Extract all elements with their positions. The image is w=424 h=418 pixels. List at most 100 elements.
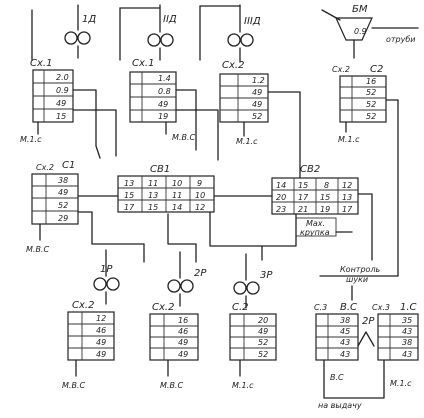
grid-sv1-label: СВ1 — [150, 164, 170, 175]
sifter-10-v1: 35 — [402, 316, 412, 325]
sv2-r1c4: 12 — [342, 181, 352, 190]
sifter-4-sublabel: Сх.2 — [332, 65, 350, 74]
sifter-4: Сх.2 С2 16 52 52 52 М.1.с — [332, 64, 387, 144]
sv1-r2c3: 11 — [172, 191, 182, 200]
mill-2p-label: 2Р — [194, 268, 207, 279]
control-label-2: шуки — [346, 275, 368, 284]
sv2-r3c3: 19 — [320, 205, 330, 214]
sifter-5-out: М.В.С — [26, 245, 49, 254]
flow-to-pack — [323, 375, 385, 399]
sifter-10-label: 1.С — [400, 302, 417, 313]
sifter-5-v2: 49 — [58, 188, 68, 197]
grid-sv1: СВ1 13 11 10 9 15 13 11 10 17 15 14 12 — [117, 164, 215, 213]
sifter-10-v3: 38 — [402, 338, 412, 347]
flow-mid-2 — [175, 89, 197, 151]
sv2-r2c3: 15 — [320, 193, 330, 202]
roll-2p-label: 2Р — [362, 316, 375, 327]
sifter-6-out: М.В.С — [62, 381, 85, 390]
sifter-2-v2: 0.8 — [158, 87, 171, 96]
sifter-3-out: М.1.с — [236, 137, 258, 146]
sv1-r1c3: 10 — [172, 179, 182, 188]
sifter-7-v4: 49 — [178, 350, 188, 359]
sifter-9-label: В.С — [340, 302, 357, 313]
mill-2d-label: IIД — [163, 14, 177, 25]
mill-1p-label: 1Р — [100, 264, 113, 275]
sifter-10-sublabel: Сх.3 — [372, 303, 390, 312]
sv1-r2c4: 10 — [195, 191, 205, 200]
sifter-7-out: М.В.С — [160, 381, 183, 390]
bm-value: 0.9 — [354, 27, 367, 36]
sifter-1-v3: 49 — [56, 99, 66, 108]
flow-sv-5 — [209, 211, 263, 261]
bran-label: отруби — [386, 35, 416, 44]
sv1-r3c2: 15 — [148, 203, 158, 212]
sifter-10-v2: 43 — [402, 327, 412, 336]
sifter-6-v3: 49 — [96, 338, 106, 347]
control-label: Контроль — [340, 265, 381, 274]
sv2-r3c2: 21 — [298, 205, 308, 214]
sv2-r1c3: 8 — [324, 181, 329, 190]
sifter-2-label: Сх.1 — [132, 58, 154, 69]
sifter-7-v1: 16 — [178, 316, 188, 325]
sifter-2: Сх.1 1.4 0.8 49 19 М.В.С — [129, 58, 195, 142]
sifter-3-v4: 52 — [252, 112, 262, 121]
sifter-4-v3: 52 — [366, 100, 376, 109]
sifter-1-v1: 2.0 — [56, 73, 69, 82]
mill-1d: 1Д — [64, 4, 96, 59]
sifter-9-v4: 43 — [340, 350, 350, 359]
flow-mid-4 — [72, 109, 117, 157]
sifter-1: Сх.1 2.0 0.9 49 15 М.1.с — [20, 58, 74, 144]
sv2-r3c4: 17 — [342, 205, 353, 214]
sifter-8-v1: 20 — [258, 316, 268, 325]
sifter-2-v4: 19 — [158, 112, 168, 121]
sv1-r3c3: 14 — [172, 203, 182, 212]
sifter-7-label: Сх.2 — [152, 302, 174, 313]
sifter-6-v4: 49 — [96, 350, 106, 359]
sv2-r1c2: 15 — [298, 181, 308, 190]
mill-2p: 2Р — [167, 251, 207, 307]
sifter-1-out: М.1.с — [20, 135, 42, 144]
sifter-8-label: С.2 — [232, 302, 249, 313]
sv2-r2c1: 20 — [276, 193, 286, 202]
sifter-7-v3: 49 — [178, 338, 188, 347]
sifter-8-out: М.1.с — [232, 381, 254, 390]
grid-sv2: СВ2 14 15 8 12 20 17 15 13 23 21 19 17 М… — [271, 164, 359, 237]
flow-mid-3 — [267, 91, 301, 179]
sifter-8-v3: 52 — [258, 338, 268, 347]
sv1-r1c2: 11 — [148, 179, 158, 188]
sifter-9-v1: 38 — [340, 316, 350, 325]
sv1-r3c4: 12 — [195, 203, 205, 212]
sifter-3-v1: 1.2 — [252, 76, 265, 85]
sv1-r1c1: 13 — [124, 179, 134, 188]
to-pack-label: на выдачу — [318, 401, 362, 410]
sv1-r3c1: 17 — [124, 203, 135, 212]
sifter-4-label: С2 — [370, 64, 383, 75]
grid-sv2-label: СВ2 — [300, 164, 320, 175]
flow-sv-3 — [77, 211, 145, 245]
sv2-r2c4: 13 — [342, 193, 352, 202]
sifter-8-v4: 52 — [258, 350, 268, 359]
mill-3d-label: IIIД — [244, 16, 261, 27]
sifter-5-v3: 52 — [58, 201, 68, 210]
sifter-2-out: М.В.С — [172, 133, 195, 142]
sifter-5-label: С1 — [62, 160, 75, 171]
flow-mid-1 — [72, 89, 101, 159]
sifter-9-v3: 43 — [340, 338, 350, 347]
sv2-r2c2: 17 — [298, 193, 309, 202]
sifter-8: С.2 20 49 52 52 М.1.с — [229, 302, 277, 390]
sifter-2-v1: 1.4 — [158, 74, 171, 83]
sifter-2-v3: 49 — [158, 100, 168, 109]
sifter-10-v4: 43 — [402, 350, 412, 359]
sifter-1-v2: 0.9 — [56, 86, 69, 95]
sifter-5-v4: 29 — [58, 214, 68, 223]
sv1-r2c1: 15 — [124, 191, 134, 200]
flow-mid-5 — [175, 109, 219, 161]
flow-2p-arrow — [357, 331, 375, 347]
sifter-8-v2: 49 — [258, 327, 268, 336]
sifter-4-out: М.1.с — [338, 135, 360, 144]
sifter-1-label: Сх.1 — [30, 58, 52, 69]
sifter-10-out: М.1.с — [390, 379, 412, 388]
sifter-3-label: Сх.2 — [222, 60, 244, 71]
flow-sv-6 — [261, 213, 297, 247]
